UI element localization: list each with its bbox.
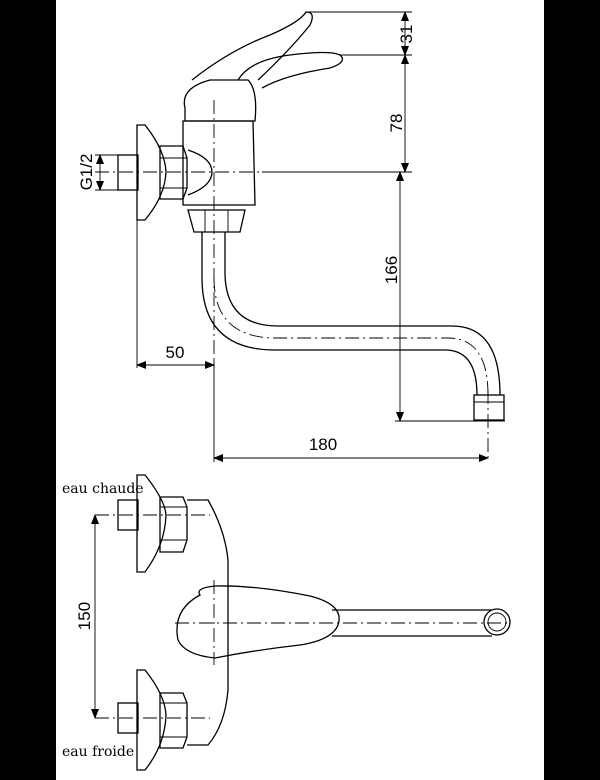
top-body: [187, 499, 229, 746]
spout-pipe-outer: [201, 232, 478, 396]
hot-water-label: eau chaude: [62, 481, 144, 497]
spout-centerline: [213, 277, 489, 396]
top-aerator: [483, 608, 511, 636]
top-flange-lower: [136, 669, 167, 771]
spout-pipe-inner: [224, 232, 501, 396]
top-handle: [176, 585, 340, 659]
dim-166: 166: [382, 256, 401, 284]
lever-handle-upper: [191, 11, 313, 81]
wall-flange: [136, 124, 167, 221]
dim-thread: G1/2: [77, 154, 96, 191]
aerator: [473, 394, 505, 421]
body-curve: [187, 149, 213, 196]
inlet-pipe: [117, 154, 139, 191]
top-flange-upper: [136, 474, 167, 573]
spout-nut: [187, 209, 246, 233]
cartridge-dome: [183, 79, 257, 122]
lever-handle-lower: [237, 51, 344, 89]
side-view: 31 78 166 G1/2 50 180: [77, 11, 505, 462]
top-view: 150 eau chaude eau froide: [62, 474, 511, 771]
dim-50: 50: [166, 343, 185, 362]
dim-31: 31: [397, 25, 416, 44]
cold-hex-nut: [159, 692, 188, 749]
dim-78: 78: [387, 114, 406, 133]
cold-water-label: eau froide: [62, 744, 134, 760]
dim-150: 150: [75, 602, 94, 630]
dim-180: 180: [309, 435, 337, 454]
